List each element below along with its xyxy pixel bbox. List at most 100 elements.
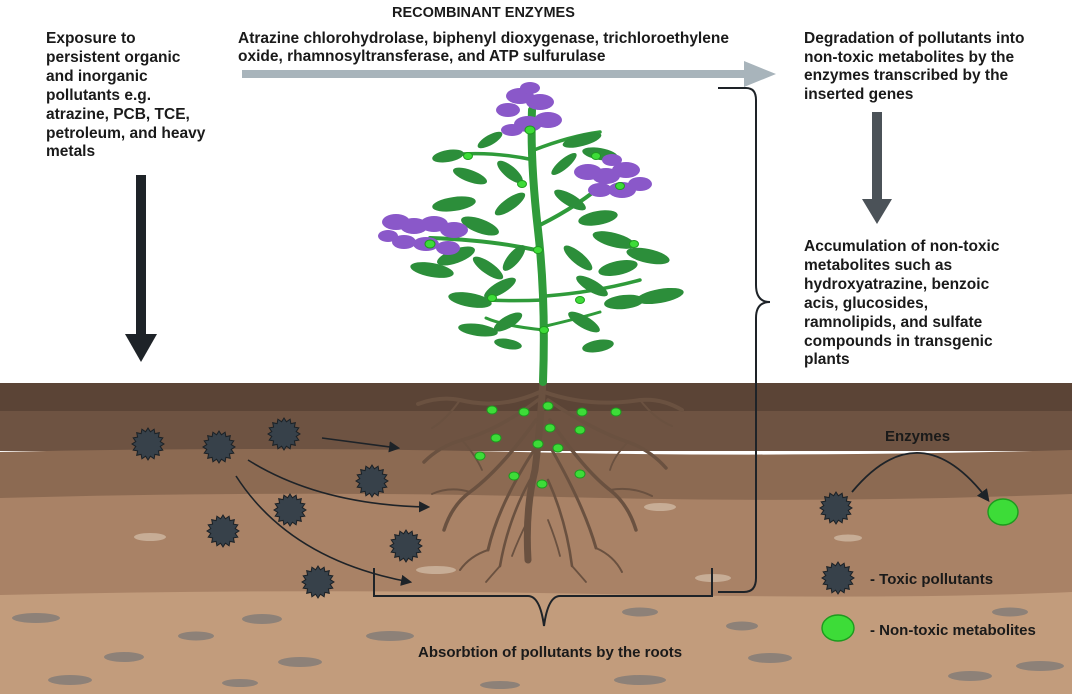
plant-leaves [410,131,684,353]
plant-flowers [378,82,652,255]
pebble [416,566,456,574]
metabolite-dot [474,451,486,461]
toxic-pollutant-dot [301,565,335,599]
metabolite-dot [610,407,622,417]
soil-layer-top [0,383,1072,413]
recombinant-enzymes-heading: RECOMBINANT ENZYMES [392,5,575,21]
plant-metabolites [424,125,639,334]
metabolite-dot [574,425,586,435]
absorption-text: Absorbtion of pollutants by the roots [418,644,683,661]
metabolite-dot [542,401,554,411]
legend-toxic-pollutant-icon [821,561,855,595]
stone [480,681,520,689]
metabolite-dot [486,405,498,415]
metabolite-dot [424,239,436,249]
flower-petal [612,162,640,178]
toxic-pollutants [131,417,423,599]
leaf [432,149,464,163]
pebbles [134,503,862,582]
accumulation-text: Accumulation of non-toxic metabolites su… [804,238,1000,369]
metabolite-dot [615,182,625,190]
enzymes-label: Enzymes [885,428,951,445]
toxic-pollutant-dot [273,493,307,527]
legend-metabolite-icon [821,614,855,642]
metabolite-dot [463,152,473,160]
soil-layer-bottom [0,591,1072,694]
leaf [494,192,526,216]
toxic-pollutant-dot [267,417,301,451]
leaf [636,287,684,305]
flow-arrow [247,459,431,513]
leaf [472,256,504,280]
stone [12,613,60,623]
toxic-pollutant-dot [821,561,855,595]
flow-arrow [235,475,413,586]
leaf [598,259,638,277]
pollutant-flow-arrows [235,437,431,586]
bottom-brace [373,568,713,627]
toxic-pollutant-dot [131,427,165,461]
leaf [551,153,577,175]
leaf [582,339,614,353]
enzymes-list-text: Atrazine chlorohydrolase, biphenyl dioxy… [238,30,729,66]
flower-petal [436,241,460,255]
flower-petal [501,124,523,136]
metabolite-dot [591,152,601,160]
toxic-pollutant-dot [206,514,240,548]
stone [992,607,1028,617]
flow-arrow [321,437,401,453]
leaf [494,338,522,350]
metabolite-dot [574,469,586,479]
flower-petal [378,230,398,242]
legend-nontoxic-label: - Non-toxic metabolites [870,622,1036,639]
metabolite-dot [575,296,585,304]
toxic-pollutant-dot [202,430,236,464]
stone [178,631,214,641]
leaf [626,247,670,265]
leaf [568,311,600,333]
stone [104,652,144,662]
leaf [458,323,498,337]
metabolite-dot [552,443,564,453]
conversion-pollutant-icon [819,491,853,525]
exposure-text: Exposure to persistent organic and inorg… [46,30,206,161]
leaf [604,294,644,310]
right-brace [718,87,771,593]
leaf [497,160,523,184]
metabolite-dot [517,180,527,188]
metabolite-dot [544,423,556,433]
leaf [563,245,593,271]
legend-symbols [819,491,1019,642]
flower-petal [496,103,520,117]
leaf [493,312,523,332]
recombinant-enzymes-arrow [242,61,776,87]
stone [726,621,758,631]
leaf [448,292,492,308]
leaf [592,231,636,249]
leaf [576,275,608,297]
flower-petal [526,94,554,110]
stone [222,679,258,687]
root-metabolites [474,401,622,489]
stone [622,607,658,617]
leaf [461,216,499,236]
metabolite-dot [539,326,549,334]
leaf [484,277,516,299]
pebble [134,533,166,541]
leaf [502,245,526,271]
stone [748,653,792,663]
metabolite-dot [490,433,502,443]
leaf [452,167,488,185]
flower-petal [440,222,468,238]
leaf [477,131,503,149]
flower-petal [588,183,612,197]
plant-roots [416,376,684,583]
leaf [437,246,475,266]
metabolite-dot [576,407,588,417]
toxic-pollutant-dot [819,491,853,525]
degradation-down-arrow [862,112,892,224]
enzyme-conversion-arrow [851,452,990,503]
leaf [410,262,454,278]
